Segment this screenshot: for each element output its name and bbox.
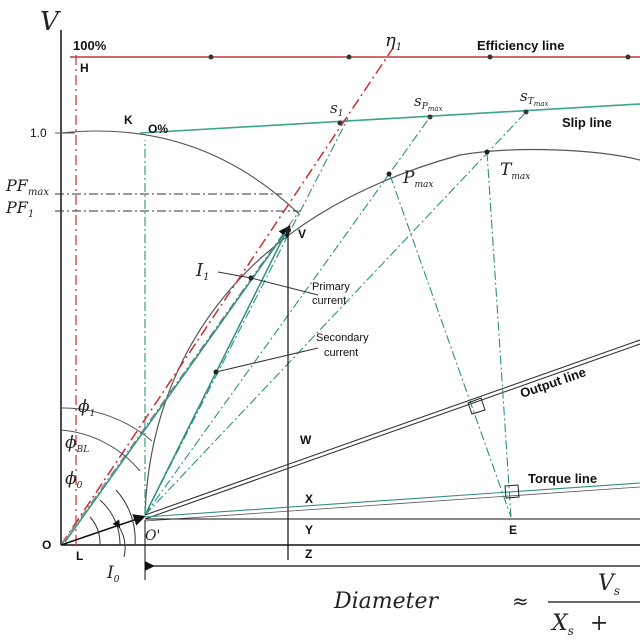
phi1-outer <box>60 407 153 442</box>
phi0-label: ϕ0 <box>65 469 83 491</box>
slip-ray-s1 <box>144 117 349 516</box>
formula-numerator: Vs <box>598 571 620 598</box>
primary-leader <box>250 277 319 296</box>
point-e-label: E <box>509 523 517 537</box>
point-o-label: O <box>42 538 51 552</box>
point-v-dot <box>285 227 291 233</box>
hundred-percent-label: 100% <box>73 38 107 53</box>
slip-ray-st <box>144 111 527 516</box>
slip-line <box>139 103 640 134</box>
pmax-perpendicular <box>389 174 512 518</box>
phi1-label: ϕ1 <box>78 397 95 419</box>
point-o-prime-label: O' <box>145 528 160 544</box>
efficiency-dot-1 <box>208 54 214 60</box>
phi0-arc <box>89 516 101 546</box>
i1-leader <box>217 271 252 279</box>
pmax-dot <box>386 171 392 177</box>
point-z-label: Z <box>305 547 312 561</box>
pmax-label: Pmax <box>402 168 433 190</box>
s1-label: s1 <box>330 99 343 119</box>
secondary-leader <box>215 347 319 373</box>
right-angle-torque <box>504 484 520 499</box>
sp-label: sPmax <box>414 92 443 113</box>
point-v-label: V <box>298 227 306 241</box>
phiBL-outer <box>60 429 141 472</box>
i1-label: I1 <box>195 260 210 283</box>
eta-label: η1 <box>385 30 402 53</box>
phiBL-label: ϕBL <box>65 433 89 455</box>
slip-dot-sp <box>427 114 433 120</box>
primary-current-label-1: Primary <box>312 281 350 293</box>
formula-denominator: Xs+ <box>550 611 608 638</box>
point-h-label: H <box>80 61 89 75</box>
right-angle-output <box>467 397 486 415</box>
pf-1-label: PF1 <box>5 198 34 220</box>
one-label: 1.0 <box>30 126 47 140</box>
tmax-label: Tmax <box>500 160 530 182</box>
pf-max-label: PFmax <box>5 176 49 198</box>
primary-current-vector <box>64 225 291 543</box>
torque-line-2 <box>144 486 640 522</box>
secondary-current-label-1: Secondary <box>316 332 369 344</box>
torque-line-1 <box>144 482 640 518</box>
point-k-label: K <box>124 113 133 127</box>
point-w-label: W <box>300 433 312 447</box>
y-axis-label: V <box>40 7 61 37</box>
efficiency-dot-4 <box>625 54 631 60</box>
tmax-dot <box>484 149 490 155</box>
primary-current-label-2: current <box>312 295 346 307</box>
output-line-label: Output line <box>518 364 588 401</box>
torque-line-label: Torque line <box>528 471 597 486</box>
i0-label: I0 <box>106 563 120 585</box>
point-y-label: Y <box>305 523 313 537</box>
formula-word: Diameter <box>333 589 440 614</box>
no-load-current-vector <box>60 514 146 546</box>
secondary-current-label-2: current <box>324 347 358 359</box>
point-x-label: X <box>305 492 313 506</box>
output-line-2 <box>144 343 640 520</box>
efficiency-line-label: Efficiency line <box>477 38 564 53</box>
i0-indicator <box>112 519 126 558</box>
zero-percent-label: O% <box>148 122 168 136</box>
efficiency-dot-3 <box>487 54 493 60</box>
tmax-perpendicular <box>486 151 512 518</box>
output-line-1 <box>144 339 640 516</box>
efficiency-dot-2 <box>346 54 352 60</box>
no-load-ray <box>60 209 301 546</box>
phi1-arc <box>115 489 136 546</box>
current-locus-circle <box>144 148 640 516</box>
slip-line-label: Slip line <box>562 115 612 130</box>
point-l-label: L <box>76 549 83 563</box>
formula-approx: ≈ <box>512 589 529 613</box>
st-label: sTmax <box>520 87 549 108</box>
no-load-circle-arc <box>60 130 301 216</box>
phiBL-arc <box>99 499 121 546</box>
efficiency-ray-red <box>60 47 394 546</box>
